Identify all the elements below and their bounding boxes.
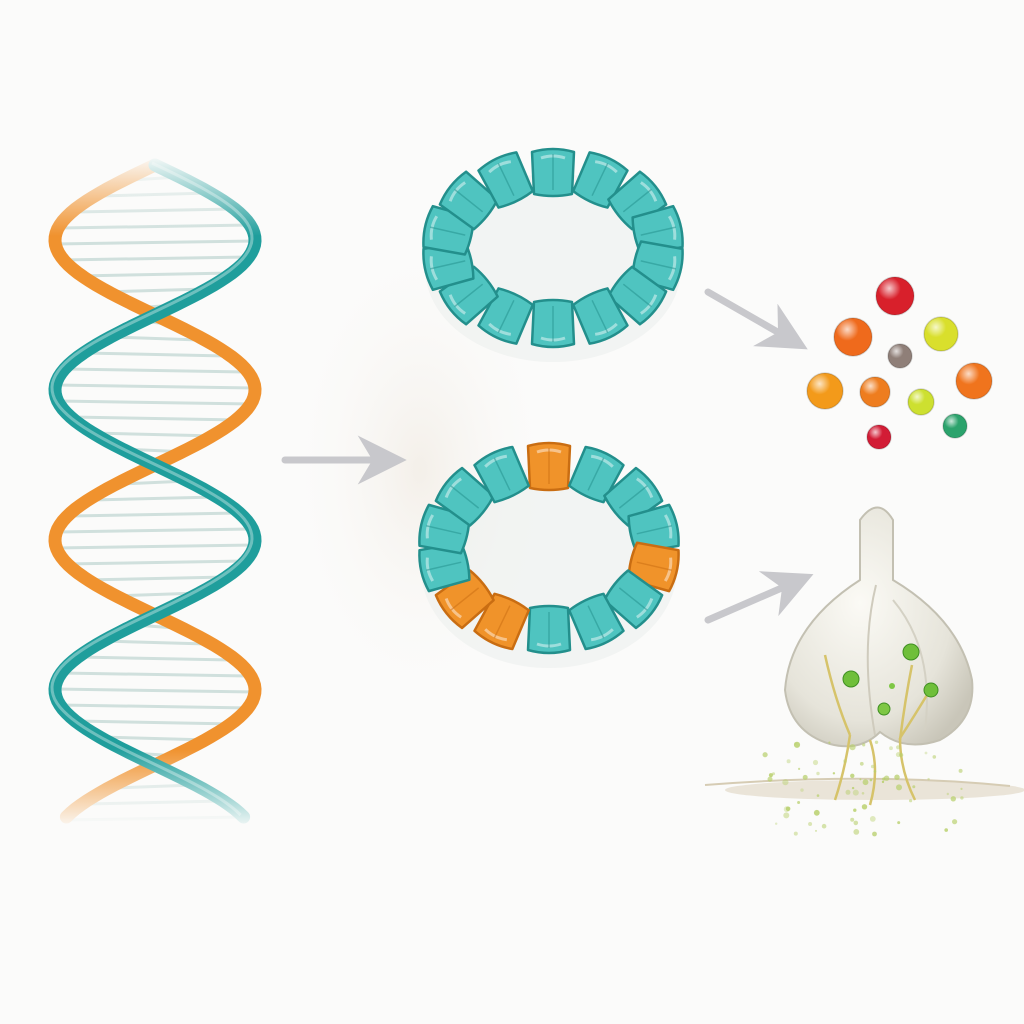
dna-double-helix-icon bbox=[30, 155, 290, 830]
protein-subunit bbox=[473, 445, 531, 504]
mutant-subunit bbox=[526, 441, 572, 492]
protein-subunit bbox=[567, 445, 625, 504]
protein-subunit bbox=[526, 604, 572, 655]
arrow-mutant-to-garlic bbox=[704, 571, 814, 624]
protein-subunit bbox=[627, 503, 680, 555]
helix-fade bbox=[30, 155, 290, 830]
garlic-bulb-icon bbox=[704, 506, 1024, 837]
soil-surface bbox=[704, 777, 1011, 787]
roots bbox=[823, 654, 932, 806]
clove-line bbox=[892, 599, 928, 731]
protein-subunit bbox=[571, 287, 629, 345]
metabolite-molecules-icon bbox=[806, 276, 993, 450]
arrows bbox=[281, 288, 814, 624]
protein-subunit bbox=[530, 147, 576, 198]
arrow-ring-to-molecules bbox=[704, 288, 808, 350]
soil-specks bbox=[762, 740, 964, 837]
protein-ring-icon bbox=[422, 147, 684, 362]
protein-subunit bbox=[530, 298, 576, 349]
mutated-protein-ring-icon bbox=[418, 441, 680, 668]
protein-subunit bbox=[477, 151, 535, 209]
green-dots bbox=[842, 643, 939, 716]
protein-subunit bbox=[418, 541, 471, 593]
mutant-subunit bbox=[473, 592, 531, 651]
protein-subunit bbox=[438, 170, 499, 231]
clove-line bbox=[866, 584, 877, 736]
